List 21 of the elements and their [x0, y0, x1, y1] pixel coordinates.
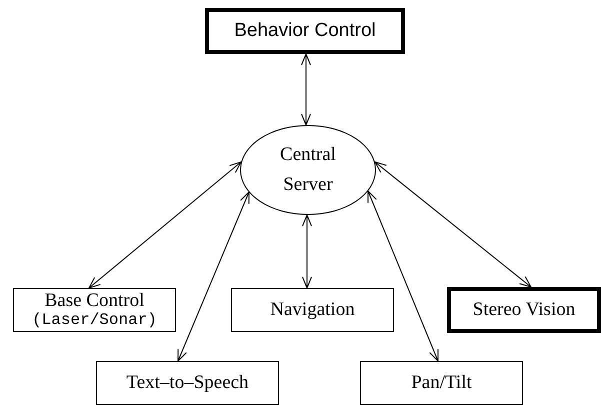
server-ellipse: [240, 125, 376, 215]
process-box: [360, 361, 523, 405]
process-box: [447, 287, 601, 333]
double-headed-arrow: [301, 54, 311, 126]
double-headed-arrow: [368, 190, 438, 362]
double-headed-arrow: [178, 192, 250, 362]
process-box: [205, 8, 405, 54]
node-label: (Laser/Sonar): [32, 311, 157, 329]
double-headed-arrow: [302, 214, 312, 288]
node-label: Central Server: [279, 143, 337, 197]
double-headed-arrow: [88, 162, 242, 288]
node-label: Behavior Control: [234, 20, 376, 42]
node-label: Stereo Vision: [472, 300, 576, 320]
node-label: Text–to–Speech: [126, 373, 249, 393]
process-box: [13, 288, 176, 332]
process-box: [96, 361, 279, 405]
node-label: Pan/Tilt: [411, 373, 472, 393]
node-label: Base Control: [44, 291, 144, 311]
double-headed-arrow: [374, 162, 532, 288]
process-box: [231, 288, 394, 332]
node-label: Navigation: [270, 300, 355, 320]
